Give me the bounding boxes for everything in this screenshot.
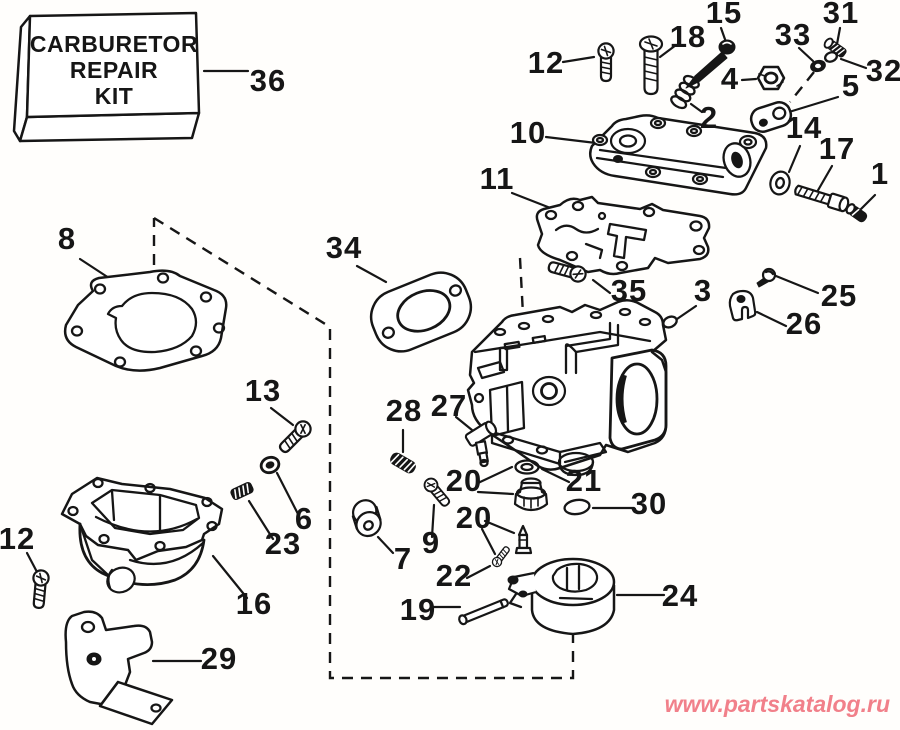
leader-lines (25, 26, 877, 663)
part-roller-7 (351, 499, 382, 538)
carb-venturi (608, 348, 668, 451)
carb-top-holes (493, 307, 652, 351)
part-screw-25 (756, 267, 777, 288)
part-oring-6 (259, 455, 281, 475)
part-gasket-8 (63, 269, 228, 372)
part-plug-1 (845, 203, 868, 223)
part-screw-12-top (597, 42, 615, 83)
callout-17: 17 (819, 131, 855, 166)
part-washer-33 (810, 59, 826, 73)
part-bracket-29 (64, 610, 174, 726)
callout-19: 19 (400, 592, 436, 627)
callout-2: 2 (700, 100, 718, 135)
part-pin-19 (458, 598, 509, 626)
callout-11: 11 (480, 161, 515, 196)
part-valve-27 (464, 420, 498, 468)
callout-5: 5 (842, 68, 860, 103)
part-link-5 (749, 101, 793, 133)
part-bowl-16 (60, 476, 224, 594)
kit-box-line1: CARBURETOR (30, 31, 198, 57)
callout-20-lower: 20 (456, 500, 492, 535)
callout-26: 26 (786, 306, 822, 341)
callout-12-bottom: 12 (0, 521, 35, 556)
part-carburetor-body (466, 299, 668, 477)
part-spring-28 (390, 452, 416, 474)
callout-31: 31 (823, 0, 859, 30)
callout-labels: 36 12 18 15 31 33 32 4 2 5 10 14 17 1 11… (0, 0, 900, 676)
callout-33: 33 (775, 17, 811, 52)
part-needle-20 (514, 524, 533, 555)
callout-23: 23 (265, 526, 301, 561)
callout-1: 1 (871, 156, 889, 191)
float-hinge (507, 571, 537, 609)
callout-27: 27 (431, 388, 467, 423)
part-screw-18 (638, 35, 664, 96)
gasket-11-holes (544, 200, 706, 272)
callout-14: 14 (786, 110, 822, 145)
callout-22: 22 (436, 558, 472, 593)
callout-36: 36 (250, 63, 286, 98)
callout-35: 35 (611, 273, 647, 308)
callout-15: 15 (706, 0, 742, 30)
callout-30: 30 (631, 486, 667, 521)
kit-box-line2: REPAIR (70, 57, 158, 83)
callout-16: 16 (236, 586, 272, 621)
callout-20-upper: 20 (446, 463, 482, 498)
callout-8: 8 (58, 221, 76, 256)
part-gasket-34 (369, 271, 473, 353)
part-screw-31 (823, 37, 849, 59)
kit-box: CARBURETOR REPAIR KIT (12, 11, 201, 143)
carb-left-details (473, 346, 526, 438)
bowl-16-holes (67, 477, 218, 552)
callout-24: 24 (662, 578, 698, 613)
part-oring-30 (563, 498, 591, 516)
part-oring-3 (662, 315, 678, 329)
part-oring-32 (824, 51, 838, 63)
cover-bosses (591, 116, 758, 186)
callout-12-top: 12 (528, 45, 564, 80)
callout-10: 10 (510, 115, 546, 150)
part-clip-26 (728, 289, 757, 322)
callout-21: 21 (566, 463, 602, 498)
carb-bottom-flange (490, 430, 608, 477)
part-jet-20 (513, 477, 549, 512)
callout-32: 32 (866, 53, 900, 88)
part-oring-21 (514, 459, 540, 475)
callout-25: 25 (821, 278, 857, 313)
callout-7: 7 (394, 541, 412, 576)
gasket-11-slots (554, 211, 648, 260)
part-cover-10 (589, 114, 768, 196)
part-nut-4 (756, 65, 786, 91)
kit-box-line3: KIT (95, 83, 134, 109)
callout-9: 9 (422, 525, 440, 560)
callout-13: 13 (245, 373, 281, 408)
part-float-24 (507, 557, 616, 636)
gasket-8-holes (70, 272, 226, 368)
watermark-url: www.partskatalog.ru (665, 691, 890, 717)
callout-29: 29 (201, 641, 237, 676)
callout-18: 18 (670, 19, 706, 54)
part-washer-14 (769, 170, 791, 196)
callout-6: 6 (295, 501, 313, 536)
callout-28: 28 (386, 393, 422, 428)
callout-3: 3 (694, 273, 712, 308)
callout-4: 4 (721, 61, 739, 96)
callout-34: 34 (326, 230, 362, 265)
